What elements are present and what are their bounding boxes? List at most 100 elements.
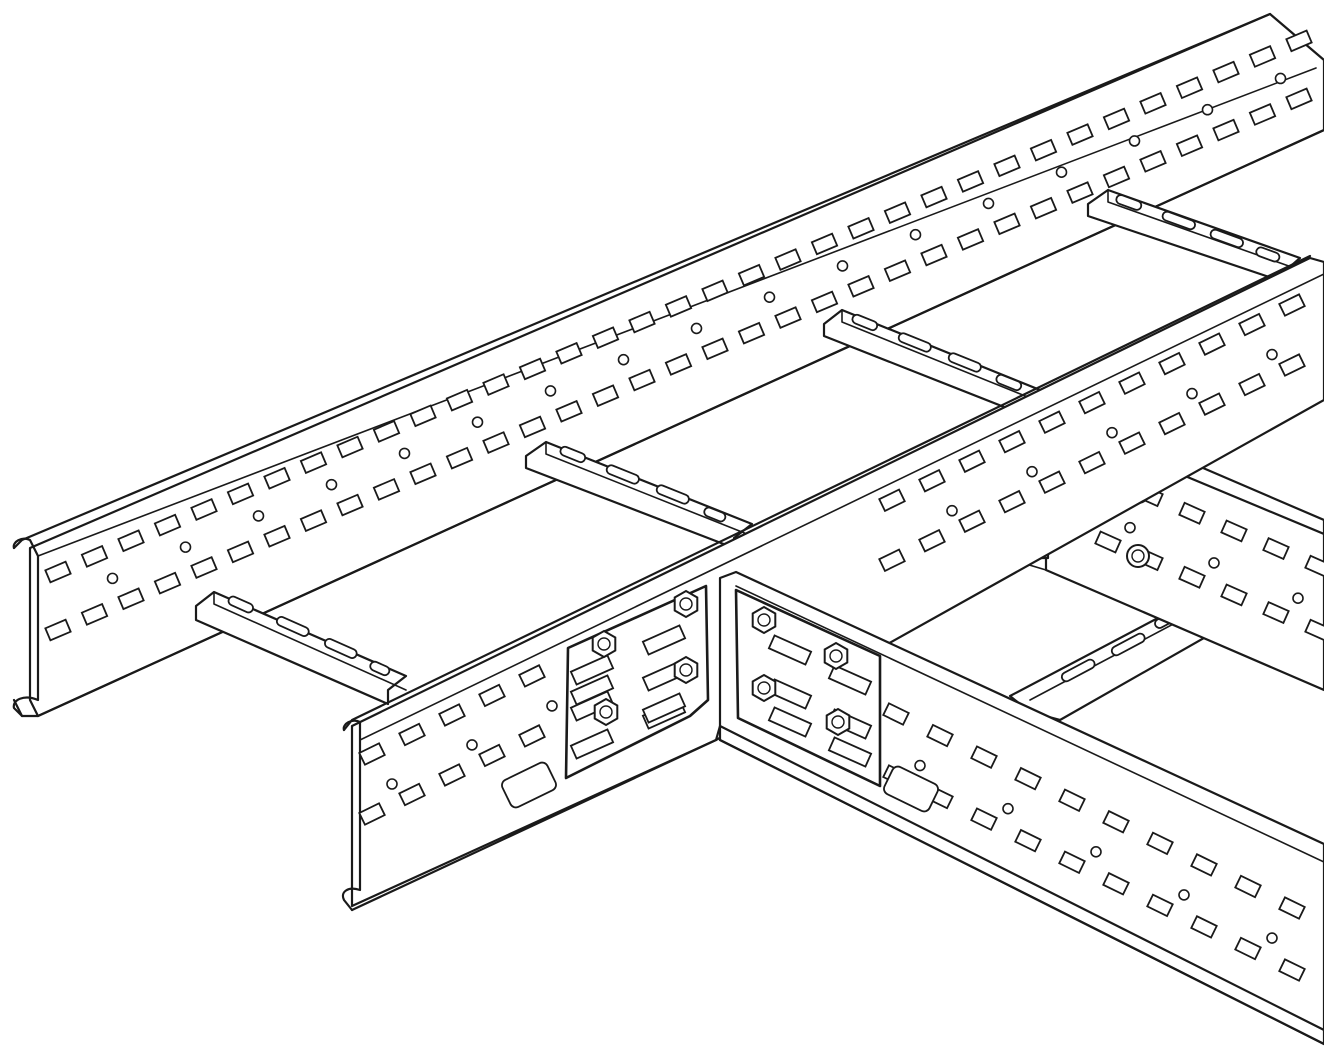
branch-rail-slot-lower: [1094, 530, 1122, 554]
splice-slot-left: [569, 728, 615, 760]
bolt-thread-end: [829, 649, 843, 663]
front-rail-right-slot-upper: [1190, 853, 1218, 877]
back-rail-slot-upper: [44, 560, 72, 584]
front-rail-slot-upper: [1118, 371, 1146, 395]
back-rail-slot-upper: [299, 451, 328, 475]
back-rail-slot-lower: [372, 477, 401, 501]
back-rail-round-hole: [909, 228, 922, 241]
back-rail-round-hole: [252, 510, 265, 522]
front-rail-slot-lower: [1278, 353, 1306, 377]
branch-rail-slot-lower: [1304, 618, 1324, 642]
back-rail-slot-lower: [920, 243, 948, 267]
branch-rail-slot-upper: [1262, 536, 1290, 561]
back-rail-slot-lower: [591, 384, 620, 408]
back-rail-slot-upper: [117, 529, 145, 553]
back-rail-slot-lower: [847, 274, 875, 298]
front-rail-round-hole: [466, 739, 478, 751]
back-rail-slot-lower: [1285, 87, 1313, 111]
back-rail-slot-upper: [1102, 107, 1131, 131]
back-rail-round-hole: [836, 260, 849, 272]
rung-1: [194, 590, 408, 706]
back-rail-slot-upper: [701, 279, 729, 303]
back-rail-slot-upper: [336, 435, 364, 459]
front-rail-right-slot-lower: [970, 807, 998, 831]
back-rail-slot-lower: [883, 259, 912, 283]
bolt-thread-end: [599, 705, 613, 719]
back-rail-slot-upper: [518, 357, 547, 381]
back-rail-slot-upper: [810, 232, 839, 256]
back-rail-slot-lower: [153, 571, 182, 595]
bolt-thread-end: [757, 681, 771, 695]
bolt-thread-end: [679, 597, 693, 611]
front-rail-slot-upper: [1238, 312, 1266, 337]
splice-slot-left: [569, 654, 615, 686]
rung-4: [1086, 188, 1302, 284]
front-rail-slot-lower: [438, 763, 466, 787]
front-rail-slot-upper: [998, 429, 1026, 454]
back-rail-round-hole: [1201, 103, 1214, 116]
back-rail-slot-upper: [226, 482, 255, 506]
front-rail-right-round-hole: [914, 759, 926, 772]
front-rail-slot-upper: [358, 742, 386, 766]
back-rail-slot-upper: [628, 310, 656, 334]
back-rail-round-hole: [982, 197, 995, 210]
back-rail-slot-upper: [591, 326, 620, 350]
splice-slot-right: [827, 736, 873, 768]
front-rail-slot-lower: [918, 528, 946, 553]
back-rail-slot-lower: [336, 493, 364, 517]
back-rail-slot-upper: [1212, 60, 1240, 84]
front-rail-right-slot-lower: [1146, 893, 1174, 918]
back-rail-slot-lower: [1212, 118, 1240, 142]
back-rail-slot-upper: [737, 263, 766, 287]
bolt-head-4: [1126, 544, 1150, 568]
branch-rail-slot-lower: [1262, 600, 1290, 625]
front-rail-right-round-hole: [1178, 889, 1190, 901]
branch-rail-slot-upper: [1220, 519, 1248, 543]
back-rail-round-hole: [1274, 72, 1287, 85]
back-rail-slot-lower: [664, 352, 693, 376]
back-rail-slot-upper: [664, 294, 693, 318]
tee-coupler: [564, 584, 882, 788]
front-rail-right-slot-upper: [1102, 809, 1130, 834]
branch-rail-slot-lower: [1220, 583, 1248, 607]
back-rail-slot-upper: [1029, 138, 1058, 162]
front-rail-slot-lower: [1038, 470, 1066, 495]
back-rail-slot-upper: [153, 513, 182, 537]
back-rail-round-hole: [106, 572, 119, 585]
bolt-thread-end: [831, 715, 845, 729]
back-rail-slot-lower: [299, 509, 328, 533]
oblong-cutout-right: [883, 765, 939, 813]
front-rail-slot-lower: [398, 782, 426, 807]
back-rail-slot-upper: [1175, 76, 1204, 100]
front-rail-round-hole: [1026, 465, 1038, 478]
back-rail-slot-lower: [1029, 196, 1058, 220]
front-rail-slot-upper: [878, 488, 906, 513]
back-side-rail: [12, 12, 1324, 718]
back-rail-slot-upper: [190, 498, 218, 521]
splice-slot-right: [767, 706, 813, 738]
front-rail-slot-lower: [518, 724, 546, 748]
back-rail-slot-upper: [372, 419, 401, 443]
front-rail-right-slot-lower: [1234, 936, 1262, 961]
back-rail-round-hole: [690, 322, 703, 335]
back-rail-perforations: [44, 29, 1313, 642]
front-rail-slot-lower: [1078, 450, 1106, 475]
front-rail-round-hole: [386, 778, 398, 790]
splice-slot-left: [641, 692, 687, 724]
back-rail-slot-lower: [80, 602, 109, 626]
front-rail-slot-lower: [358, 802, 386, 826]
branch-rail-slot-upper: [1304, 554, 1324, 578]
back-rail-slot-upper: [1248, 45, 1277, 68]
front-rail-right-round-hole: [1266, 932, 1278, 944]
front-rail-right-slot-upper: [1278, 896, 1306, 920]
back-rail-round-hole: [1055, 166, 1068, 179]
front-rail-round-hole: [546, 700, 558, 712]
splice-slot-left: [641, 624, 687, 656]
back-rail-slot-upper: [1285, 29, 1313, 53]
front-rail-right-slot-upper: [1146, 831, 1174, 856]
back-rail-slot-lower: [1175, 134, 1204, 158]
front-rail-right-slot-upper: [926, 723, 954, 748]
front-rail-slot-upper: [478, 683, 506, 708]
branch-rail-round-hole: [1124, 521, 1136, 534]
back-rail-end-profile: [12, 537, 40, 718]
